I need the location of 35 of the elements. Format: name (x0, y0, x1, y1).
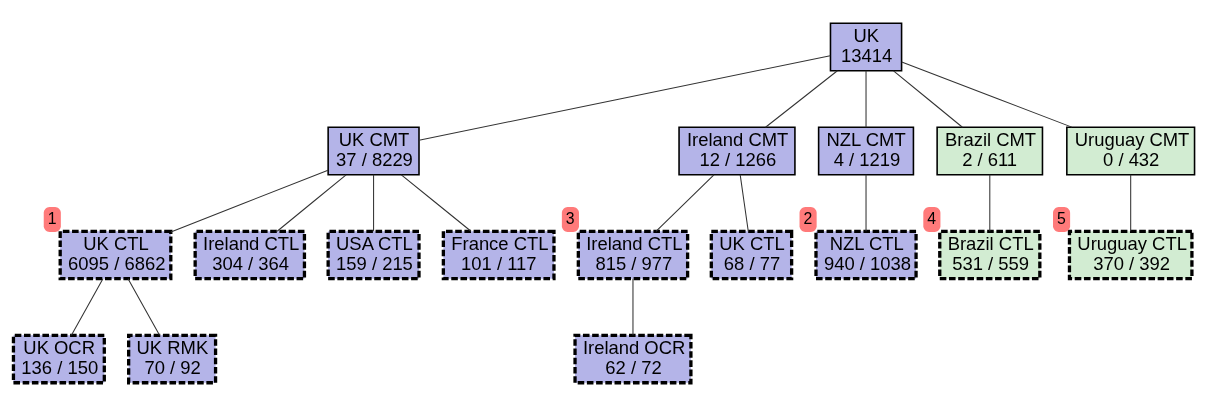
connector (127, 277, 161, 336)
connector (170, 169, 329, 232)
connector (655, 173, 715, 232)
connector (865, 69, 867, 128)
connector (276, 173, 347, 232)
node-box: UK CMT 37 / 8229 (327, 126, 420, 175)
node-box: UK CTL 68 / 77 (709, 229, 794, 280)
node-label: 2 (803, 209, 813, 227)
node-box: Uruguay CMT 0 / 432 (1066, 126, 1196, 175)
node-box: USA CTL 159 / 215 (326, 229, 421, 280)
node-box: France CTL 101 / 117 (441, 229, 556, 280)
node-label: 3 (565, 209, 575, 227)
node-box: UK RMK 70 / 92 (127, 333, 218, 384)
connector (901, 60, 1073, 128)
connector (373, 173, 375, 232)
node-label: 4 (927, 209, 937, 227)
connector (989, 173, 991, 232)
node-label: 1 (47, 209, 57, 227)
connector (400, 173, 472, 232)
connector (632, 277, 634, 336)
connector (1130, 173, 1132, 232)
node-box: UK OCR 136 / 150 (11, 333, 106, 384)
node-box: NZL CMT 4 / 1219 (817, 126, 915, 175)
connector (418, 54, 831, 141)
node-box: Brazil CMT 2 / 611 (936, 126, 1044, 175)
node-box: Ireland CTL 304 / 364 (193, 229, 307, 280)
connector (739, 173, 749, 232)
node-box: Ireland OCR 62 / 72 (573, 333, 693, 384)
connector (865, 173, 867, 232)
connector (892, 69, 963, 128)
node-label: 5 (1056, 209, 1066, 227)
node-box: UK 13414 (829, 22, 903, 71)
connector (70, 277, 104, 336)
node-box: Ireland CMT 12 / 1266 (678, 126, 796, 175)
connector (765, 69, 838, 128)
